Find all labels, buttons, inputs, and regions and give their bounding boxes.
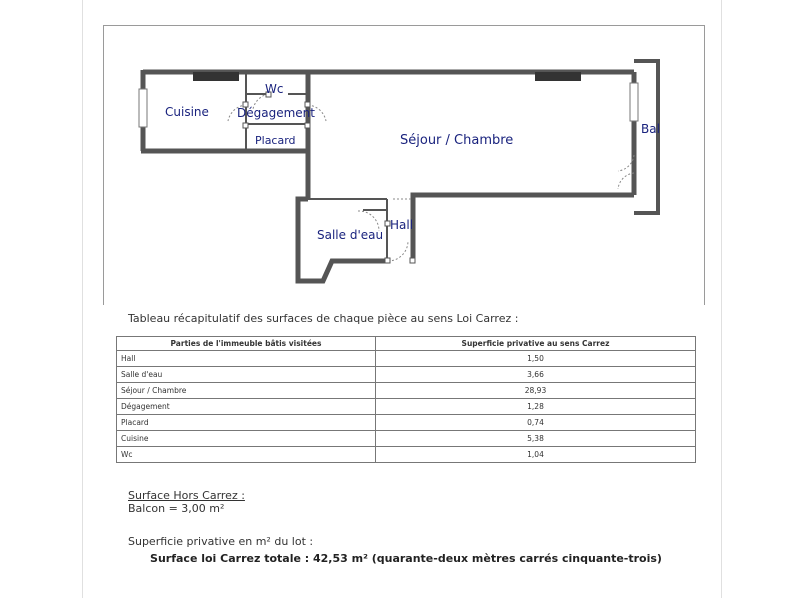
table-row: Salle d'eau 3,66: [116, 366, 696, 383]
room-label-sejour: Séjour / Chambre: [400, 133, 513, 148]
room-label-salle-eau: Salle d'eau: [317, 228, 383, 242]
room-cell: Dégagement: [116, 398, 376, 415]
room-cell: Séjour / Chambre: [116, 382, 376, 399]
area-cell: 28,93: [375, 382, 696, 399]
interior-walls: [245, 72, 388, 261]
room-label-cuisine: Cuisine: [165, 105, 209, 119]
table-row: Hall 1,50: [116, 350, 696, 367]
area-cell: 5,38: [375, 430, 696, 447]
room-label-placard: Placard: [255, 134, 296, 147]
balcony-walls: [634, 59, 660, 215]
room-cell: Wc: [116, 446, 376, 463]
area-cell: 1,50: [375, 350, 696, 367]
table-row: Séjour / Chambre 28,93: [116, 382, 696, 399]
room-label-degagement: Dégagement: [237, 106, 315, 120]
surface-table: Parties de l'immeuble bâtis visitées Sup…: [116, 336, 696, 463]
carrez-total: Surface loi Carrez totale : 42,53 m² (qu…: [150, 552, 662, 565]
room-cell: Salle d'eau: [116, 366, 376, 383]
table-row: Placard 0,74: [116, 414, 696, 431]
area-cell: 0,74: [375, 414, 696, 431]
room-cell: Hall: [116, 350, 376, 367]
lot-surface-label: Superficie privative en m² du lot :: [128, 535, 314, 548]
hors-carrez-title: Surface Hors Carrez :: [128, 489, 245, 502]
column-header-room: Parties de l'immeuble bâtis visitées: [116, 336, 376, 351]
radiator: [193, 72, 239, 81]
table-row: Dégagement 1,28: [116, 398, 696, 415]
room-label-wc: Wc: [265, 82, 283, 96]
door-jambs: [242, 91, 416, 264]
table-row: Cuisine 5,38: [116, 430, 696, 447]
area-cell: 3,66: [375, 366, 696, 383]
floor-plan: Cuisine Wc Dégagement Placard Séjour / C…: [138, 59, 660, 284]
hors-carrez-balcon: Balcon = 3,00 m²: [128, 502, 225, 515]
column-header-area: Superficie privative au sens Carrez: [375, 336, 696, 351]
table-caption: Tableau récapitulatif des surfaces de ch…: [128, 312, 519, 325]
floor-plan-frame: [103, 25, 705, 305]
room-label-hall: Hall: [390, 218, 413, 232]
room-cell: Placard: [116, 414, 376, 431]
area-cell: 1,04: [375, 446, 696, 463]
room-cell: Cuisine: [116, 430, 376, 447]
windows: [138, 82, 639, 128]
room-label-balcon: Bal: [641, 122, 660, 136]
radiator: [535, 72, 581, 81]
document-sheet: [82, 0, 722, 598]
table-row: Wc 1,04: [116, 446, 696, 463]
table-header-row: Parties de l'immeuble bâtis visitées Sup…: [116, 336, 696, 351]
area-cell: 1,28: [375, 398, 696, 415]
